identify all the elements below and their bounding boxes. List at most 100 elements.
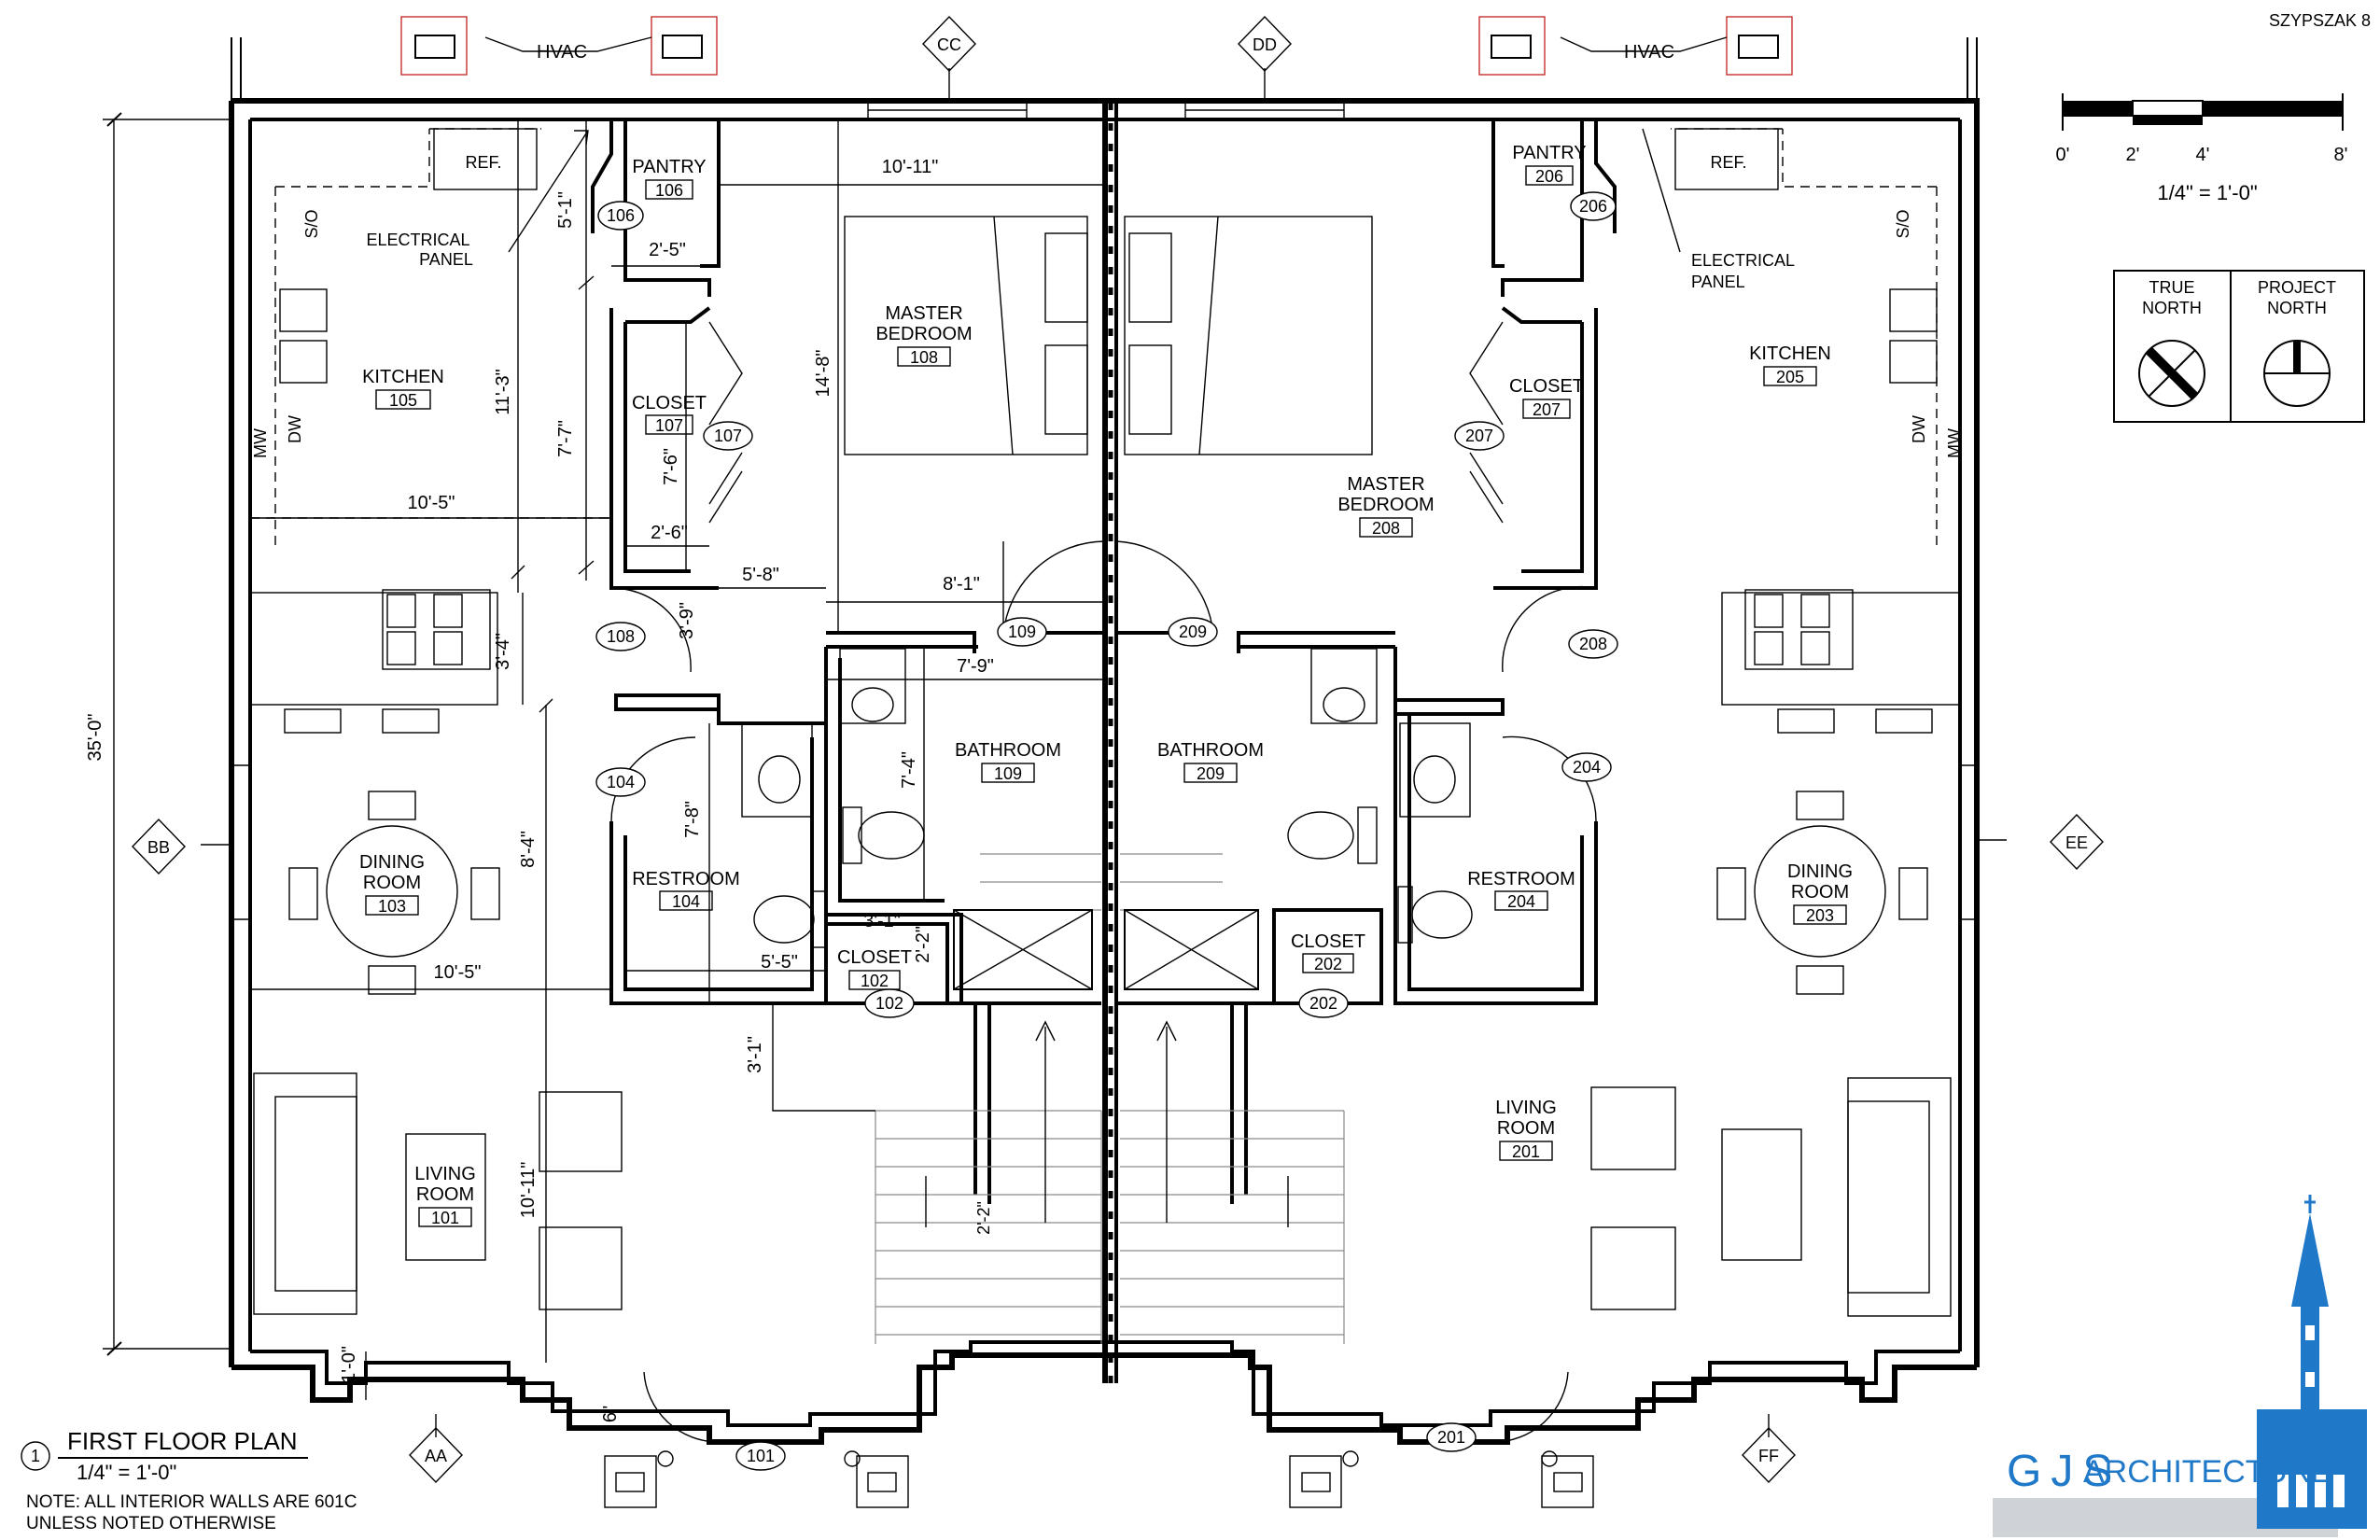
scale-tick-8: 8' <box>2334 145 2348 165</box>
hvac-units: HVAC HVAC <box>400 16 1793 76</box>
room-203-number: 203 <box>1806 906 1834 925</box>
grid-marker-cc: CC <box>937 35 961 54</box>
dim-kitchen-width: 10'-5" <box>408 493 455 513</box>
dim-pantry-width: 2'-5" <box>649 240 686 260</box>
scale-text: 1/4" = 1'-0" <box>2157 181 2257 204</box>
unit1-interior-walls <box>591 119 1105 1204</box>
dim-hall-depth: 3'-9" <box>677 602 697 639</box>
door-tag-104: 104 <box>607 773 635 791</box>
room-103-name-line1: DINING <box>359 852 425 873</box>
kitchen-fixtures-unit2: REF. S/O DW MW ELECTRICAL PANEL <box>1642 128 1964 734</box>
dim-bedroom-depth: 14'-8" <box>813 350 833 398</box>
dim-front-step: 1'-0" <box>339 1346 359 1383</box>
room-208-name-line2: BEDROOM <box>1337 495 1434 515</box>
grid-marker-ff: FF <box>1758 1447 1779 1465</box>
room-204-number: 204 <box>1507 892 1535 911</box>
north-arrows: TRUE NORTH PROJECT NORTH <box>2113 270 2365 423</box>
room-102-name: CLOSET <box>837 947 912 968</box>
dim-stair-riser: 2'-2" <box>974 1201 993 1235</box>
so-label-unit2: S/O <box>1894 209 1912 238</box>
room-205-number: 205 <box>1776 368 1804 386</box>
true-north-line2: NORTH <box>2142 299 2202 317</box>
project-north-line1: PROJECT <box>2258 278 2336 297</box>
dim-kitchen-depth: 11'-3" <box>493 369 513 414</box>
note-line2: UNLESS NOTED OTHERWISE <box>26 1514 276 1533</box>
room-209-name: BATHROOM <box>1157 740 1264 761</box>
room-205-name: KITCHEN <box>1749 343 1831 364</box>
dim-dining-width: 10'-5" <box>434 962 482 983</box>
door-tag-206: 206 <box>1579 197 1607 216</box>
room-105-name: KITCHEN <box>362 367 444 387</box>
room-102-number: 102 <box>861 972 889 990</box>
door-tags: 101 102 104 106 107 108 109 201 202 204 … <box>595 191 1618 1471</box>
dim-closet-inner: 7'-6" <box>661 448 681 485</box>
room-201-name-line1: LIVING <box>1495 1098 1557 1118</box>
room-103-number: 103 <box>378 897 406 916</box>
dim-pantry-depth: 5'-1" <box>555 191 576 229</box>
grid-marker-dd: DD <box>1253 35 1277 54</box>
mw-label-unit2: MW <box>1945 428 1964 458</box>
dim-island: 3'-4" <box>493 633 513 670</box>
dim-living-depth: 10'-11" <box>518 1162 539 1219</box>
dw-label-unit1: DW <box>286 415 304 443</box>
mw-label-unit1: MW <box>251 428 270 458</box>
exterior-walls <box>229 37 1980 1445</box>
scale-bar: 0' 2' 4' 8' 1/4" = 1'-0" <box>2056 93 2348 204</box>
note-line1: NOTE: ALL INTERIOR WALLS ARE 601C <box>26 1492 357 1512</box>
room-206-name: PANTRY <box>1512 143 1586 163</box>
door-tag-208: 208 <box>1579 635 1607 653</box>
room-105-number: 105 <box>389 391 417 410</box>
room-202-number: 202 <box>1314 955 1342 973</box>
drawing-title-text: FIRST FLOOR PLAN <box>67 1427 298 1455</box>
room-209-number: 209 <box>1197 764 1225 783</box>
electrical-panel-line2-unit2: PANEL <box>1691 273 1745 291</box>
electrical-panel-line1-unit2: ELECTRICAL <box>1691 251 1795 270</box>
door-tag-201: 201 <box>1437 1428 1465 1447</box>
room-208-number: 208 <box>1372 519 1400 538</box>
room-206-number: 206 <box>1535 167 1563 186</box>
dw-label-unit2: DW <box>1910 415 1928 443</box>
hvac-label-right: HVAC <box>1624 42 1674 63</box>
door-tag-204: 204 <box>1573 758 1601 777</box>
dim-restroom-depth: 7'-8" <box>682 801 703 838</box>
scale-tick-4: 4' <box>2196 145 2210 165</box>
hvac-label-left: HVAC <box>537 42 587 63</box>
room-108-name-line1: MASTER <box>885 303 962 324</box>
gjs-architecture-logo: GJS ARCHITECTURE <box>1993 1195 2367 1537</box>
true-north-line1: TRUE <box>2149 278 2195 297</box>
room-108-name-line2: BEDROOM <box>875 324 972 344</box>
dim-bath-depth: 7'-4" <box>899 751 919 789</box>
room-106-name: PANTRY <box>632 157 706 177</box>
entry-stoops <box>604 1450 1594 1508</box>
logo-initials: GJS <box>2007 1447 2121 1496</box>
grid-marker-aa: AA <box>425 1447 447 1465</box>
dim-hall-width: 5'-8" <box>742 565 779 585</box>
drawing-title: 1 FIRST FLOOR PLAN 1/4" = 1'-0" NOTE: AL… <box>21 1427 357 1533</box>
dim-front-small: 6" <box>600 1406 621 1422</box>
drawing-number: 1 <box>31 1447 40 1465</box>
dim-bedroom-width: 10'-11" <box>882 157 939 177</box>
room-201-number: 201 <box>1512 1142 1540 1161</box>
scale-tick-0: 0' <box>2056 145 2070 165</box>
dim-stair-offset: 3'-1" <box>745 1036 765 1073</box>
scale-tick-2: 2' <box>2126 145 2140 165</box>
ref-label-unit1: REF. <box>465 153 501 172</box>
dim-closet102-width: 3'-1" <box>863 911 901 931</box>
room-103-name-line2: ROOM <box>363 873 421 893</box>
door-swings <box>610 540 1597 1443</box>
room-203-name-line2: ROOM <box>1791 882 1849 903</box>
room-202-name: CLOSET <box>1291 931 1365 952</box>
grid-marker-ee: EE <box>2065 833 2088 852</box>
ref-label-unit2: REF. <box>1710 153 1746 172</box>
door-tag-101: 101 <box>747 1447 775 1465</box>
room-203-name-line1: DINING <box>1787 861 1853 882</box>
logo-word: ARCHITECTURE <box>2083 1454 2331 1490</box>
door-tag-106: 106 <box>607 206 635 225</box>
room-107-number: 107 <box>655 416 683 435</box>
room-109-number: 109 <box>994 764 1022 783</box>
dim-dining-depth: 8'-4" <box>518 831 539 868</box>
dimensions: 35'-0" 11'-3" 10'-5" 5'-1" 2'-5" 7'-7" 7… <box>85 112 1105 1422</box>
room-107-name: CLOSET <box>632 393 707 413</box>
furniture <box>253 216 1952 1317</box>
electrical-panel-line1-unit1: ELECTRICAL <box>366 231 469 249</box>
